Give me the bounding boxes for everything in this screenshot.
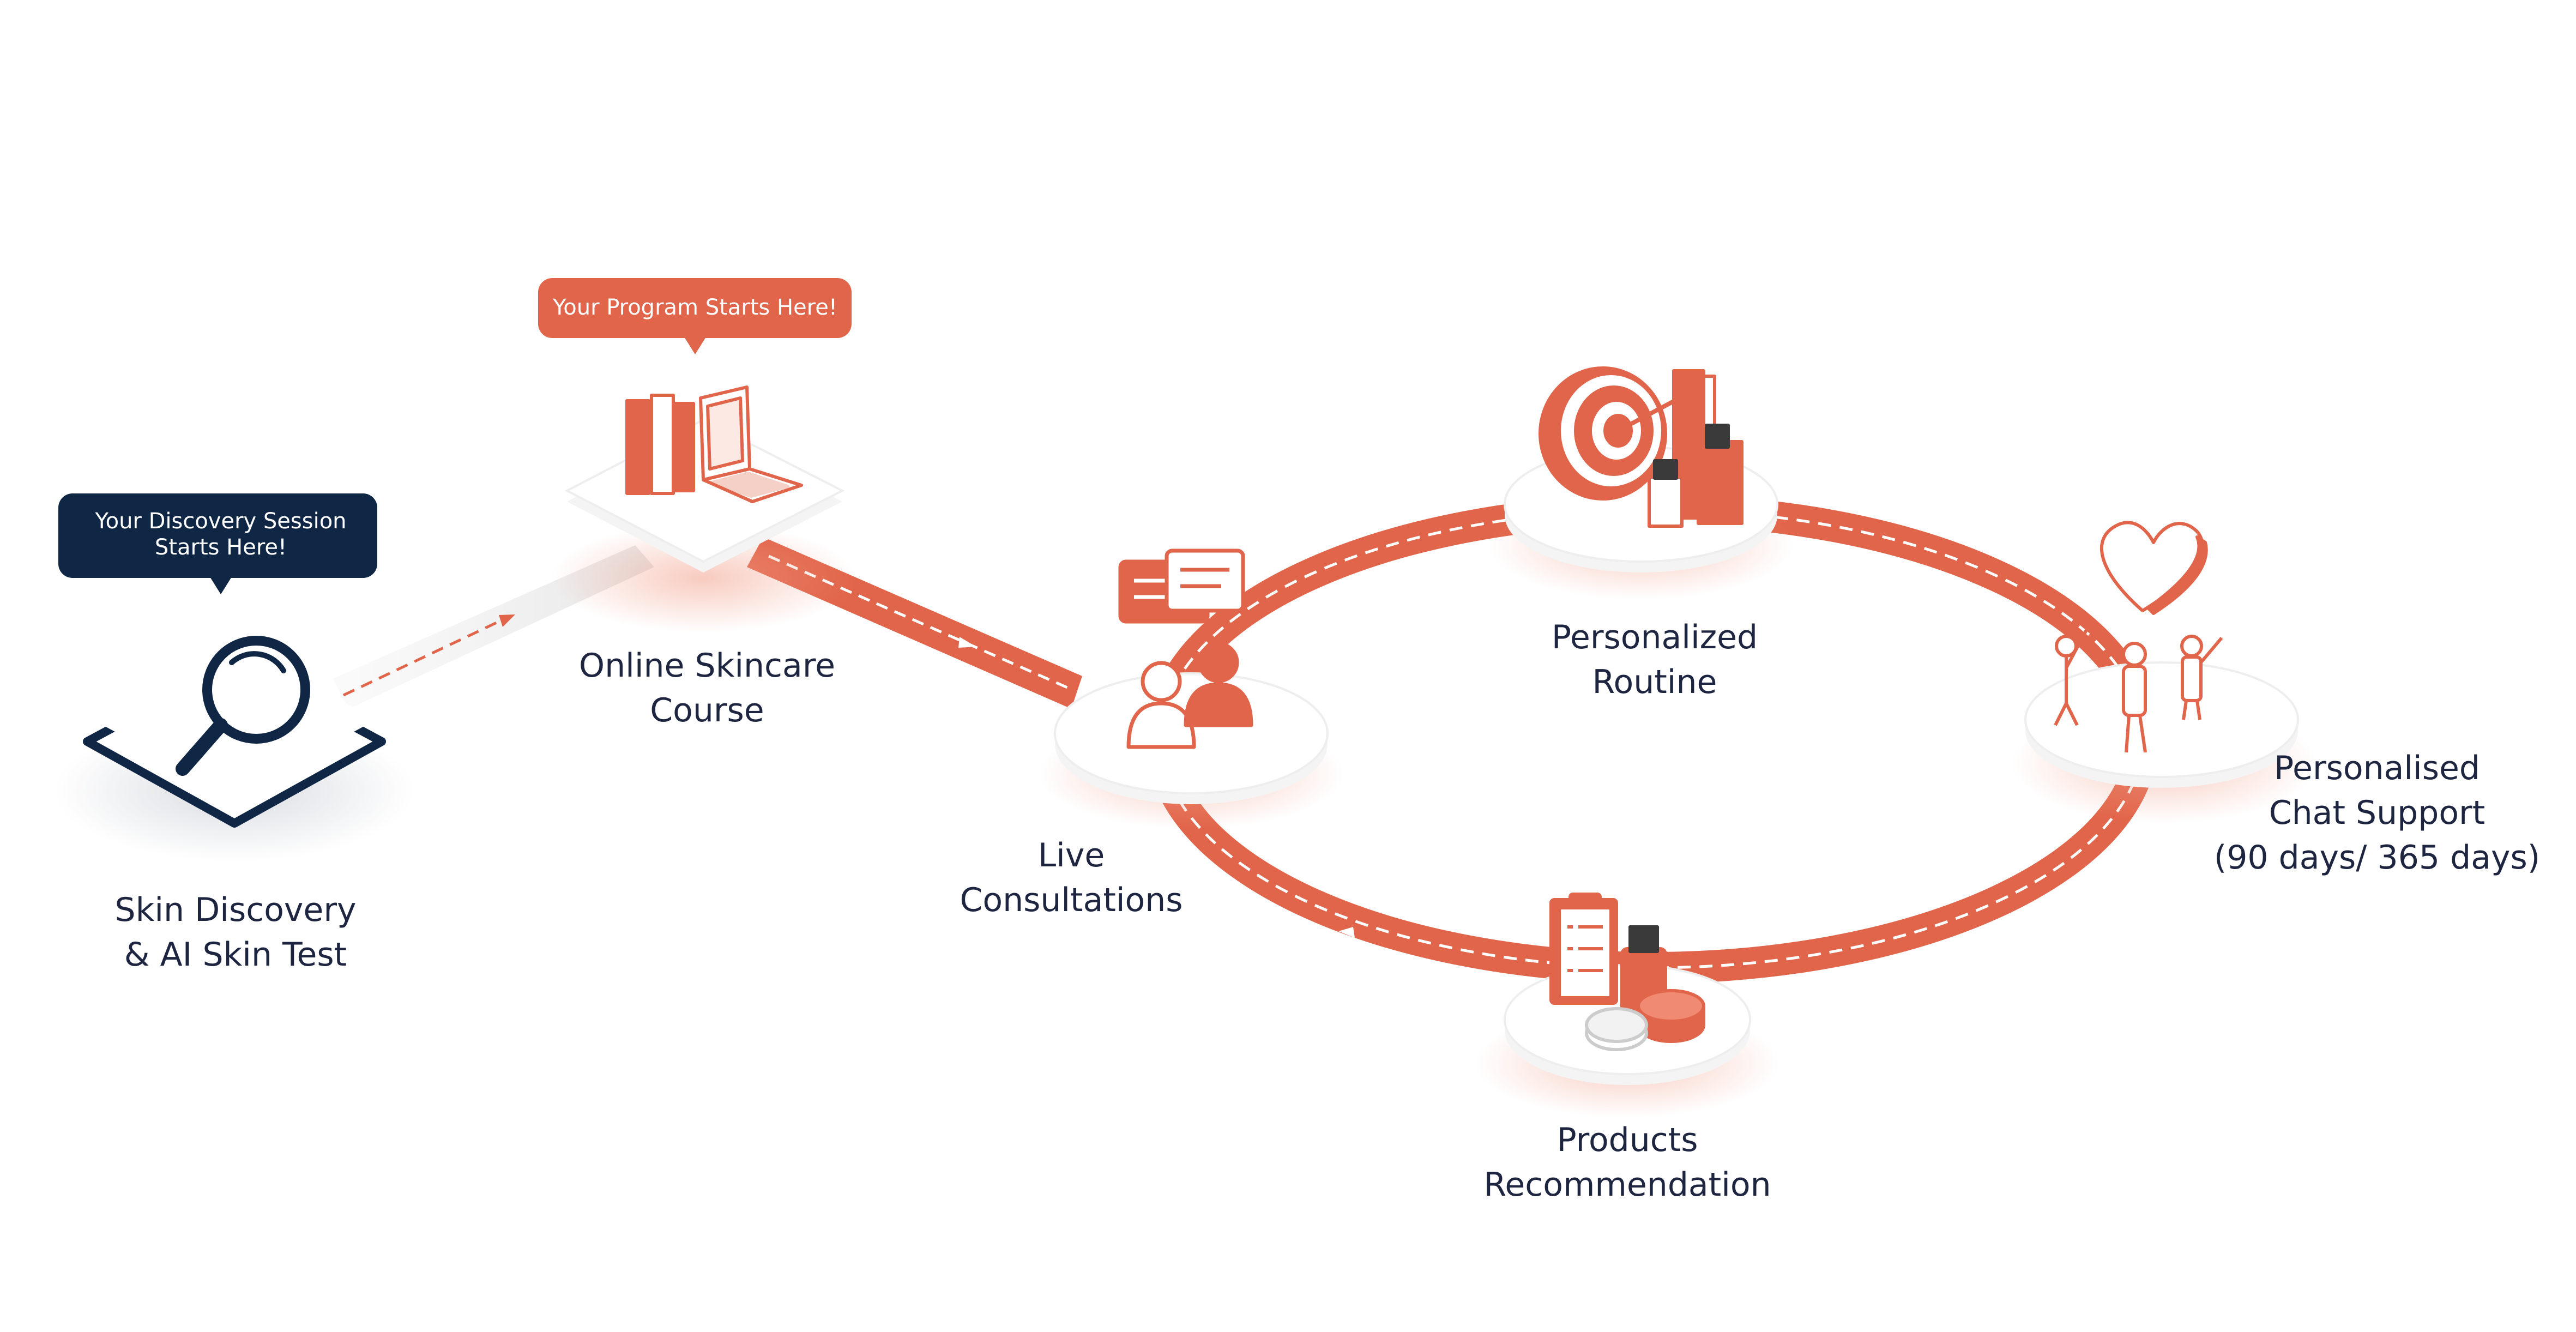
bubble-discovery (58, 493, 377, 594)
bubble-program (538, 278, 852, 354)
chat-people-icon (1118, 549, 1253, 749)
step-routine-line1: Personalized (1551, 618, 1758, 656)
step-products-line1: Products (1557, 1121, 1698, 1159)
step-consult-line2: Consultations (960, 881, 1183, 919)
bubble-program-text: Your Program Starts Here! (553, 294, 837, 321)
step-label-routine: Personalized Routine (1552, 615, 1758, 704)
laptop-books-icon (625, 385, 803, 503)
step-chat-line2: Chat Support (2269, 794, 2485, 832)
clipboard-products-icon (1549, 893, 1705, 1051)
step-label-discovery: Skin Discovery & AI Skin Test (114, 888, 356, 977)
step-routine-line2: Routine (1592, 663, 1717, 701)
step-label-consult: Live Consultations (960, 833, 1183, 923)
step-chat-line3: (90 days/ 365 days) (2213, 839, 2541, 877)
step-course-line1: Online Skincare (578, 647, 836, 685)
step-discovery-line2: & AI Skin Test (124, 936, 347, 974)
step-products-line2: Recommendation (1483, 1166, 1771, 1204)
step-consult-line1: Live (1037, 836, 1105, 875)
magnifier-icon (176, 636, 310, 776)
step-discovery-line1: Skin Discovery (114, 891, 357, 929)
bubble-discovery-line2: Starts Here! (154, 535, 287, 560)
platform-chat (2012, 661, 2317, 823)
bubble-program-line1: Your Program Starts Here! (553, 295, 837, 320)
heart-people-icon (2054, 521, 2223, 753)
step-label-chat: Personalised Chat Support (90 days/ 365 … (2214, 746, 2540, 880)
bubble-discovery-text: Your Discovery Session Starts Here! (95, 508, 346, 560)
bubble-discovery-line1: Your Discovery Session (95, 509, 347, 534)
target-products-icon (1539, 366, 1744, 528)
step-label-course: Online Skincare Course (579, 643, 835, 733)
step-course-line2: Course (650, 691, 764, 730)
step-chat-line1: Personalised (2273, 749, 2480, 787)
step-label-products: Products Recommendation (1483, 1118, 1771, 1207)
